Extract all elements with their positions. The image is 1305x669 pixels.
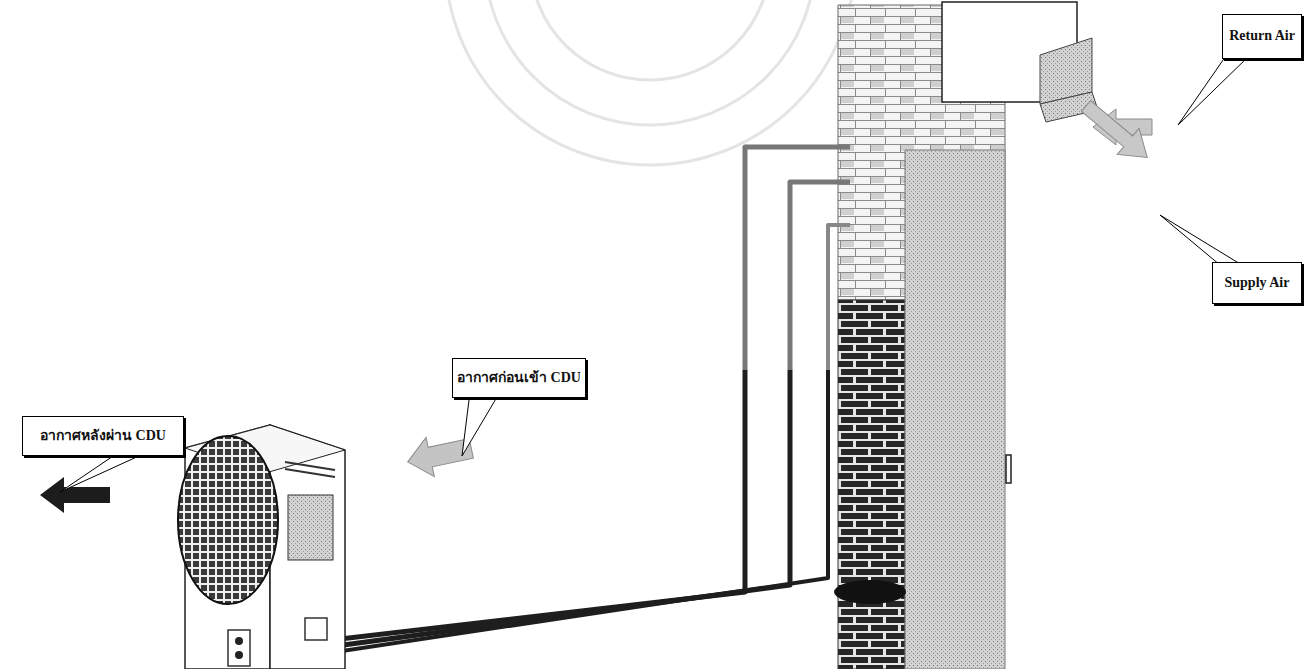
brick-wall [834,5,1011,669]
callout-box: อากาศหลังผ่าน CDU [22,416,184,456]
drain-shadow [834,580,906,604]
fan-grille [178,436,278,604]
pipe [790,182,850,370]
watermark-seal [445,0,855,165]
callout-text: อากาศหลังผ่าน CDU [40,428,166,444]
pipe [745,147,850,370]
indoor-unit [942,2,1098,122]
callout-text: Return Air [1229,28,1295,44]
seal-ring [445,0,855,165]
cdu-panel [288,495,333,560]
callout-box: Return Air [1222,14,1302,59]
callout-tails [60,50,1250,492]
callout-text: อากาศก่อนเข้า CDU [457,370,581,386]
cdu-service-cover [305,618,327,640]
wall-face [905,150,1005,669]
pipe [236,370,828,667]
callout-tail [462,392,500,456]
callout-tail [1178,50,1250,125]
vent-slat [285,469,335,477]
wall-side-bricks [838,300,905,669]
callout-text: Supply Air [1225,275,1290,291]
seal-ring [485,0,815,125]
cdu-valve-plate [228,630,250,666]
cdu-port [235,637,243,645]
pipe [828,225,850,370]
wall-handle [1006,455,1011,483]
callout-box: อากาศก่อนเข้า CDU [452,358,586,398]
seal-ring [530,0,770,80]
supply-air-arrow [1075,93,1158,170]
callout-box: Supply Air [1212,262,1302,304]
callout-tail [60,450,152,492]
condensing-unit [178,425,345,669]
cdu-port [235,651,243,659]
supply-air-arrow-body [1075,93,1158,170]
airflow-arrows [40,93,1158,513]
vent-slat [285,462,335,470]
